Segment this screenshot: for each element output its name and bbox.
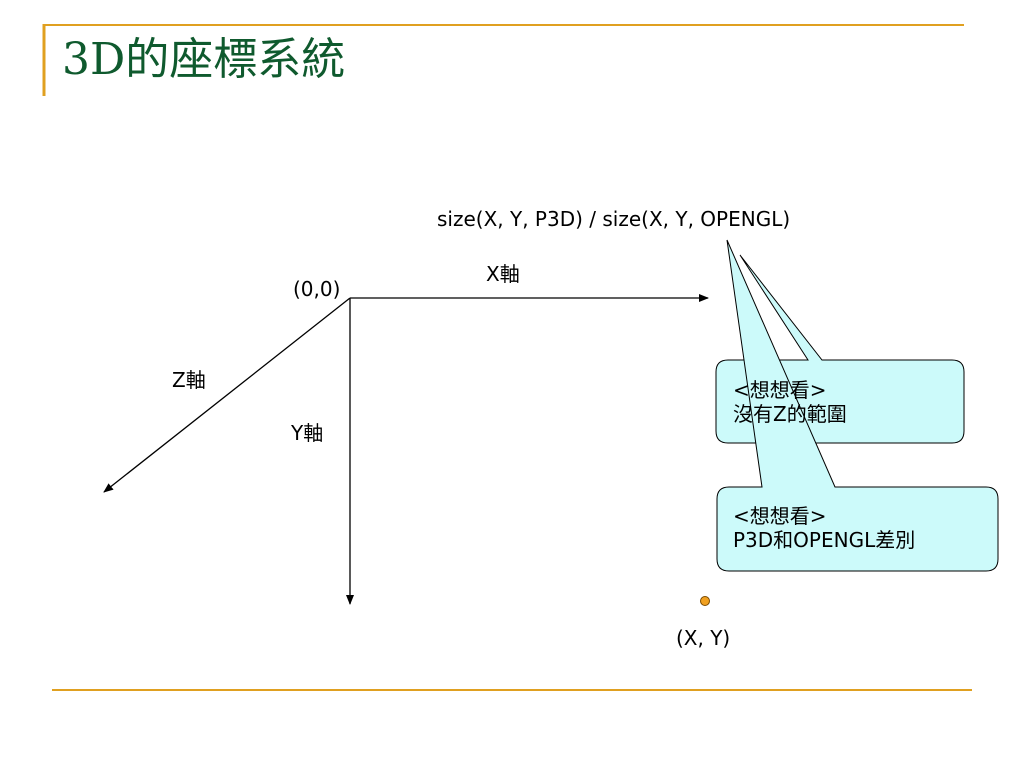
callout-1-line-2: 沒有Z的範圍 — [733, 402, 847, 426]
callout-2-line-1: <想想看> — [733, 504, 827, 528]
callout-2-shape — [716, 239, 999, 572]
x-axis-label: X軸 — [486, 262, 520, 286]
z-axis-label: Z軸 — [172, 368, 206, 392]
y-axis-label: Y軸 — [291, 421, 324, 445]
size-function-label: size(X, Y, P3D) / size(X, Y, OPENGL) — [437, 207, 791, 231]
callout-2-line-2: P3D和OPENGL差別 — [733, 528, 916, 552]
callout-1-line-1: <想想看> — [733, 378, 827, 402]
z-axis-arrow — [103, 297, 351, 493]
point-label: (X, Y) — [676, 626, 731, 650]
origin-label: (0,0) — [293, 277, 341, 301]
callout-1-text: <想想看> 沒有Z的範圍 — [733, 378, 847, 426]
callout-2-text: <想想看> P3D和OPENGL差別 — [733, 504, 915, 552]
slide-title: 3D的座標系統 — [62, 34, 346, 85]
point-marker — [700, 596, 710, 606]
